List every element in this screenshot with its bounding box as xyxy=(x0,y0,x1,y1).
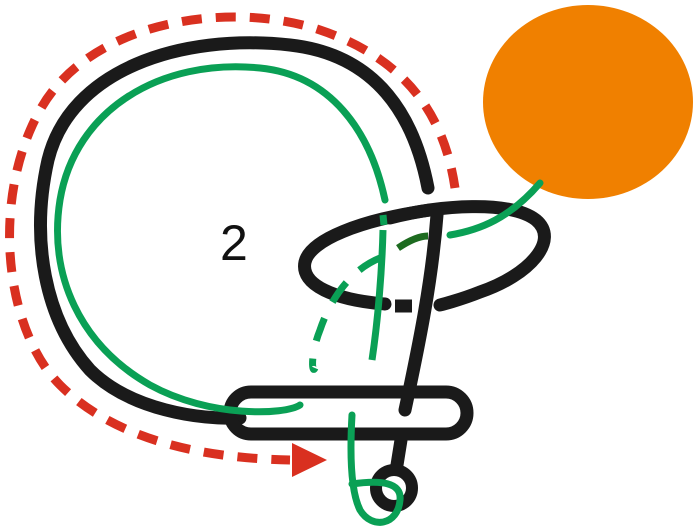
direction-arrow-path xyxy=(5,12,460,465)
green-strand-hidden-left xyxy=(309,254,382,373)
black-cord-outer-loop xyxy=(34,36,435,425)
black-cord-upper-wrap-left xyxy=(298,203,437,311)
green-strand-hidden-dark xyxy=(396,232,429,251)
black-cord-tail xyxy=(390,433,408,472)
green-strand-inner-upper xyxy=(379,214,388,226)
black-cord-upper-wrap xyxy=(383,200,551,312)
direction-arrowhead-icon xyxy=(292,443,327,477)
step-number-label: 2 xyxy=(220,215,248,271)
green-strand-lower-tail xyxy=(347,411,404,526)
green-strand-outer xyxy=(54,63,389,416)
black-cord-end-loop xyxy=(370,464,418,512)
black-cord-standing-part xyxy=(398,208,444,417)
green-strand-inner xyxy=(368,229,387,361)
green-strand-to-ring xyxy=(446,179,544,239)
orange-ring xyxy=(483,5,693,199)
